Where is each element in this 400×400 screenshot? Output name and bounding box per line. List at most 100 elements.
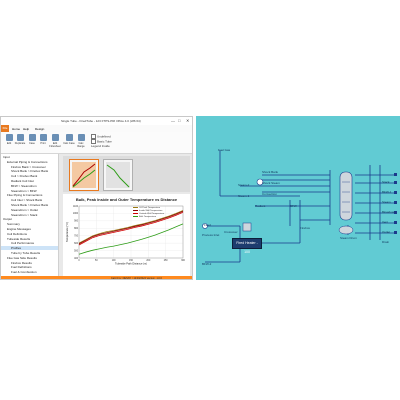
column-vessel[interactable] [339,171,353,221]
tree-item[interactable]: BFW > Steamdrum [11,183,37,188]
y-tick-label: 400 [74,258,79,260]
tree-item[interactable]: Flue Piping & Connections [7,193,43,198]
y-tick-label: 700 [74,236,79,238]
stream-label[interactable]: Shock Bank [262,170,279,174]
plot-area [78,205,184,259]
tree-item[interactable]: Engine Messages [7,227,31,231]
crossover-vessel[interactable] [242,222,252,232]
edit-button[interactable]: Edit [3,134,15,149]
y-tick-label: 1000 [73,213,79,215]
stream-label[interactable]: BFW-1 [382,190,392,194]
edit-flowsheet-button[interactable]: Edit Flowsheet [49,134,61,149]
pump-icon[interactable] [202,223,208,229]
x-tick-label: 200 [146,260,151,262]
stream-label[interactable]: BFW-2 [202,262,212,266]
tree-item[interactable]: Tube by Tube Results [11,251,41,255]
stream-label[interactable]: Steam-2 [238,183,250,187]
close-button[interactable]: ✕ [186,118,190,123]
stream-label[interactable]: Firebox [300,226,311,230]
legend-swatch [133,216,138,218]
menu-bar: File Home Help Design [1,125,192,132]
legend-label: Bulk Temperature [139,216,157,219]
tree-item[interactable]: Steamdrum > Stack [11,212,38,217]
stream-label[interactable]: Crossover [224,230,238,234]
stream-label[interactable]: Convection [262,192,278,196]
chart-title: Bulk, Peak Inside and Outer Temperature … [75,197,178,202]
calculator-range-icon [77,134,85,141]
calc-case-button[interactable]: Calc Case [63,134,75,149]
stream-label[interactable]: Steam [382,200,391,204]
tree-item[interactable]: Flue Gas Side Results [7,255,37,260]
heat-exchanger-icon[interactable] [256,178,264,186]
tree-item[interactable]: Coil Inlet > Shock Bank [11,198,43,203]
tree-item[interactable]: Input [3,155,10,159]
legend-label: Oil Peak Temperature [139,207,161,210]
window-title: Single Tube - FiredTube - 123 FTPS-PRI O… [61,119,141,123]
stream-label[interactable]: Outlet [382,230,391,234]
y-tick-label: 600 [74,243,79,245]
stream-label[interactable]: Steam-1 [238,194,250,198]
thumbnail-pressure-chart[interactable] [103,159,133,191]
tree-item[interactable]: Shock Bank > Firebox Bank [11,203,49,207]
tree-item[interactable]: Shock Bank > Firebox Bank [11,169,49,174]
menu-file[interactable]: File [1,125,9,132]
tree-item[interactable]: Radiant Coil Inlet [11,179,34,183]
stream-label[interactable]: Drain [382,240,390,244]
x-axis-label: Tubeside Path Distance (m) [115,262,147,266]
legend-dropdown[interactable]: Legend Inside [91,144,110,148]
stream-label[interactable]: BFW [290,204,297,208]
y-tick-label: 800 [74,228,79,230]
basic-tube-checkbox[interactable]: Basic Tube [91,139,112,144]
tree-item[interactable]: Coil > Firebox Bank [11,174,38,179]
stream-label[interactable]: Radiant [255,204,266,208]
stream-label[interactable]: Vent [382,220,389,224]
legend-swatch [133,210,138,212]
undefined-checkbox[interactable]: Undefined [91,134,111,139]
tree-item[interactable]: Fuel Definitions [11,265,32,270]
stream-label[interactable]: Stack [382,180,390,184]
calc-range-button[interactable]: Calc Range [75,134,87,149]
stream-label[interactable]: Steam Drum [340,236,357,240]
tree-item[interactable]: External Piping & Connections [7,159,48,164]
stream-label[interactable]: Fuel Gas [218,148,231,152]
minimize-button[interactable]: — [171,118,175,123]
tree-item[interactable]: Firebox Bank > Crossover [11,164,46,169]
tree-item[interactable]: Steamdrum > Outlet [11,207,38,212]
tree-item[interactable]: Coil Definitions [7,231,28,236]
edit-icon [5,134,13,141]
tree-item[interactable]: Tubeside Results [7,236,31,241]
x-tick-label: 250 [164,260,169,262]
case-button[interactable]: Case [26,134,38,149]
y-axis-label: Temperature (°C) [65,222,69,242]
legend-entry: Bulk Temperature [133,216,164,219]
stream-label[interactable]: Feed [204,223,211,227]
x-tick-label: 100 [112,260,117,262]
tree-item[interactable]: Coil Performance [11,241,35,246]
tree-item[interactable]: Fuel & Combustion [11,270,37,275]
stream-label[interactable]: Shock Steam [262,181,280,185]
print-button[interactable]: Print [37,134,49,149]
tree-item[interactable]: Output [3,217,13,222]
maximize-button[interactable]: □ [178,118,181,123]
tree-item[interactable]: Steamdrum > BFW [11,188,37,193]
stream-label[interactable]: Blowdown [382,210,396,214]
thumbnail-temperature-chart[interactable] [69,159,99,191]
thumbnail-chart-icon [72,162,96,188]
tree-item[interactable]: Firebox Results [11,260,32,265]
tree-item[interactable]: Profiles [1,246,58,251]
duplicate-icon [16,134,24,141]
menu-design[interactable]: Design [35,127,45,131]
x-tick-label: 50 [95,260,98,262]
menu-home[interactable]: Home [12,127,21,131]
menu-help[interactable]: Help [23,127,30,131]
stream-label[interactable]: Process Inlet [202,233,220,237]
fired-heater-block[interactable]: Fired Heater - 100 [232,238,262,254]
tree-item[interactable]: Summary [7,222,20,227]
steam-drum[interactable] [338,225,354,235]
x-tick-label: 0 [78,260,80,262]
duplicate-button[interactable]: Duplicate [14,134,26,149]
